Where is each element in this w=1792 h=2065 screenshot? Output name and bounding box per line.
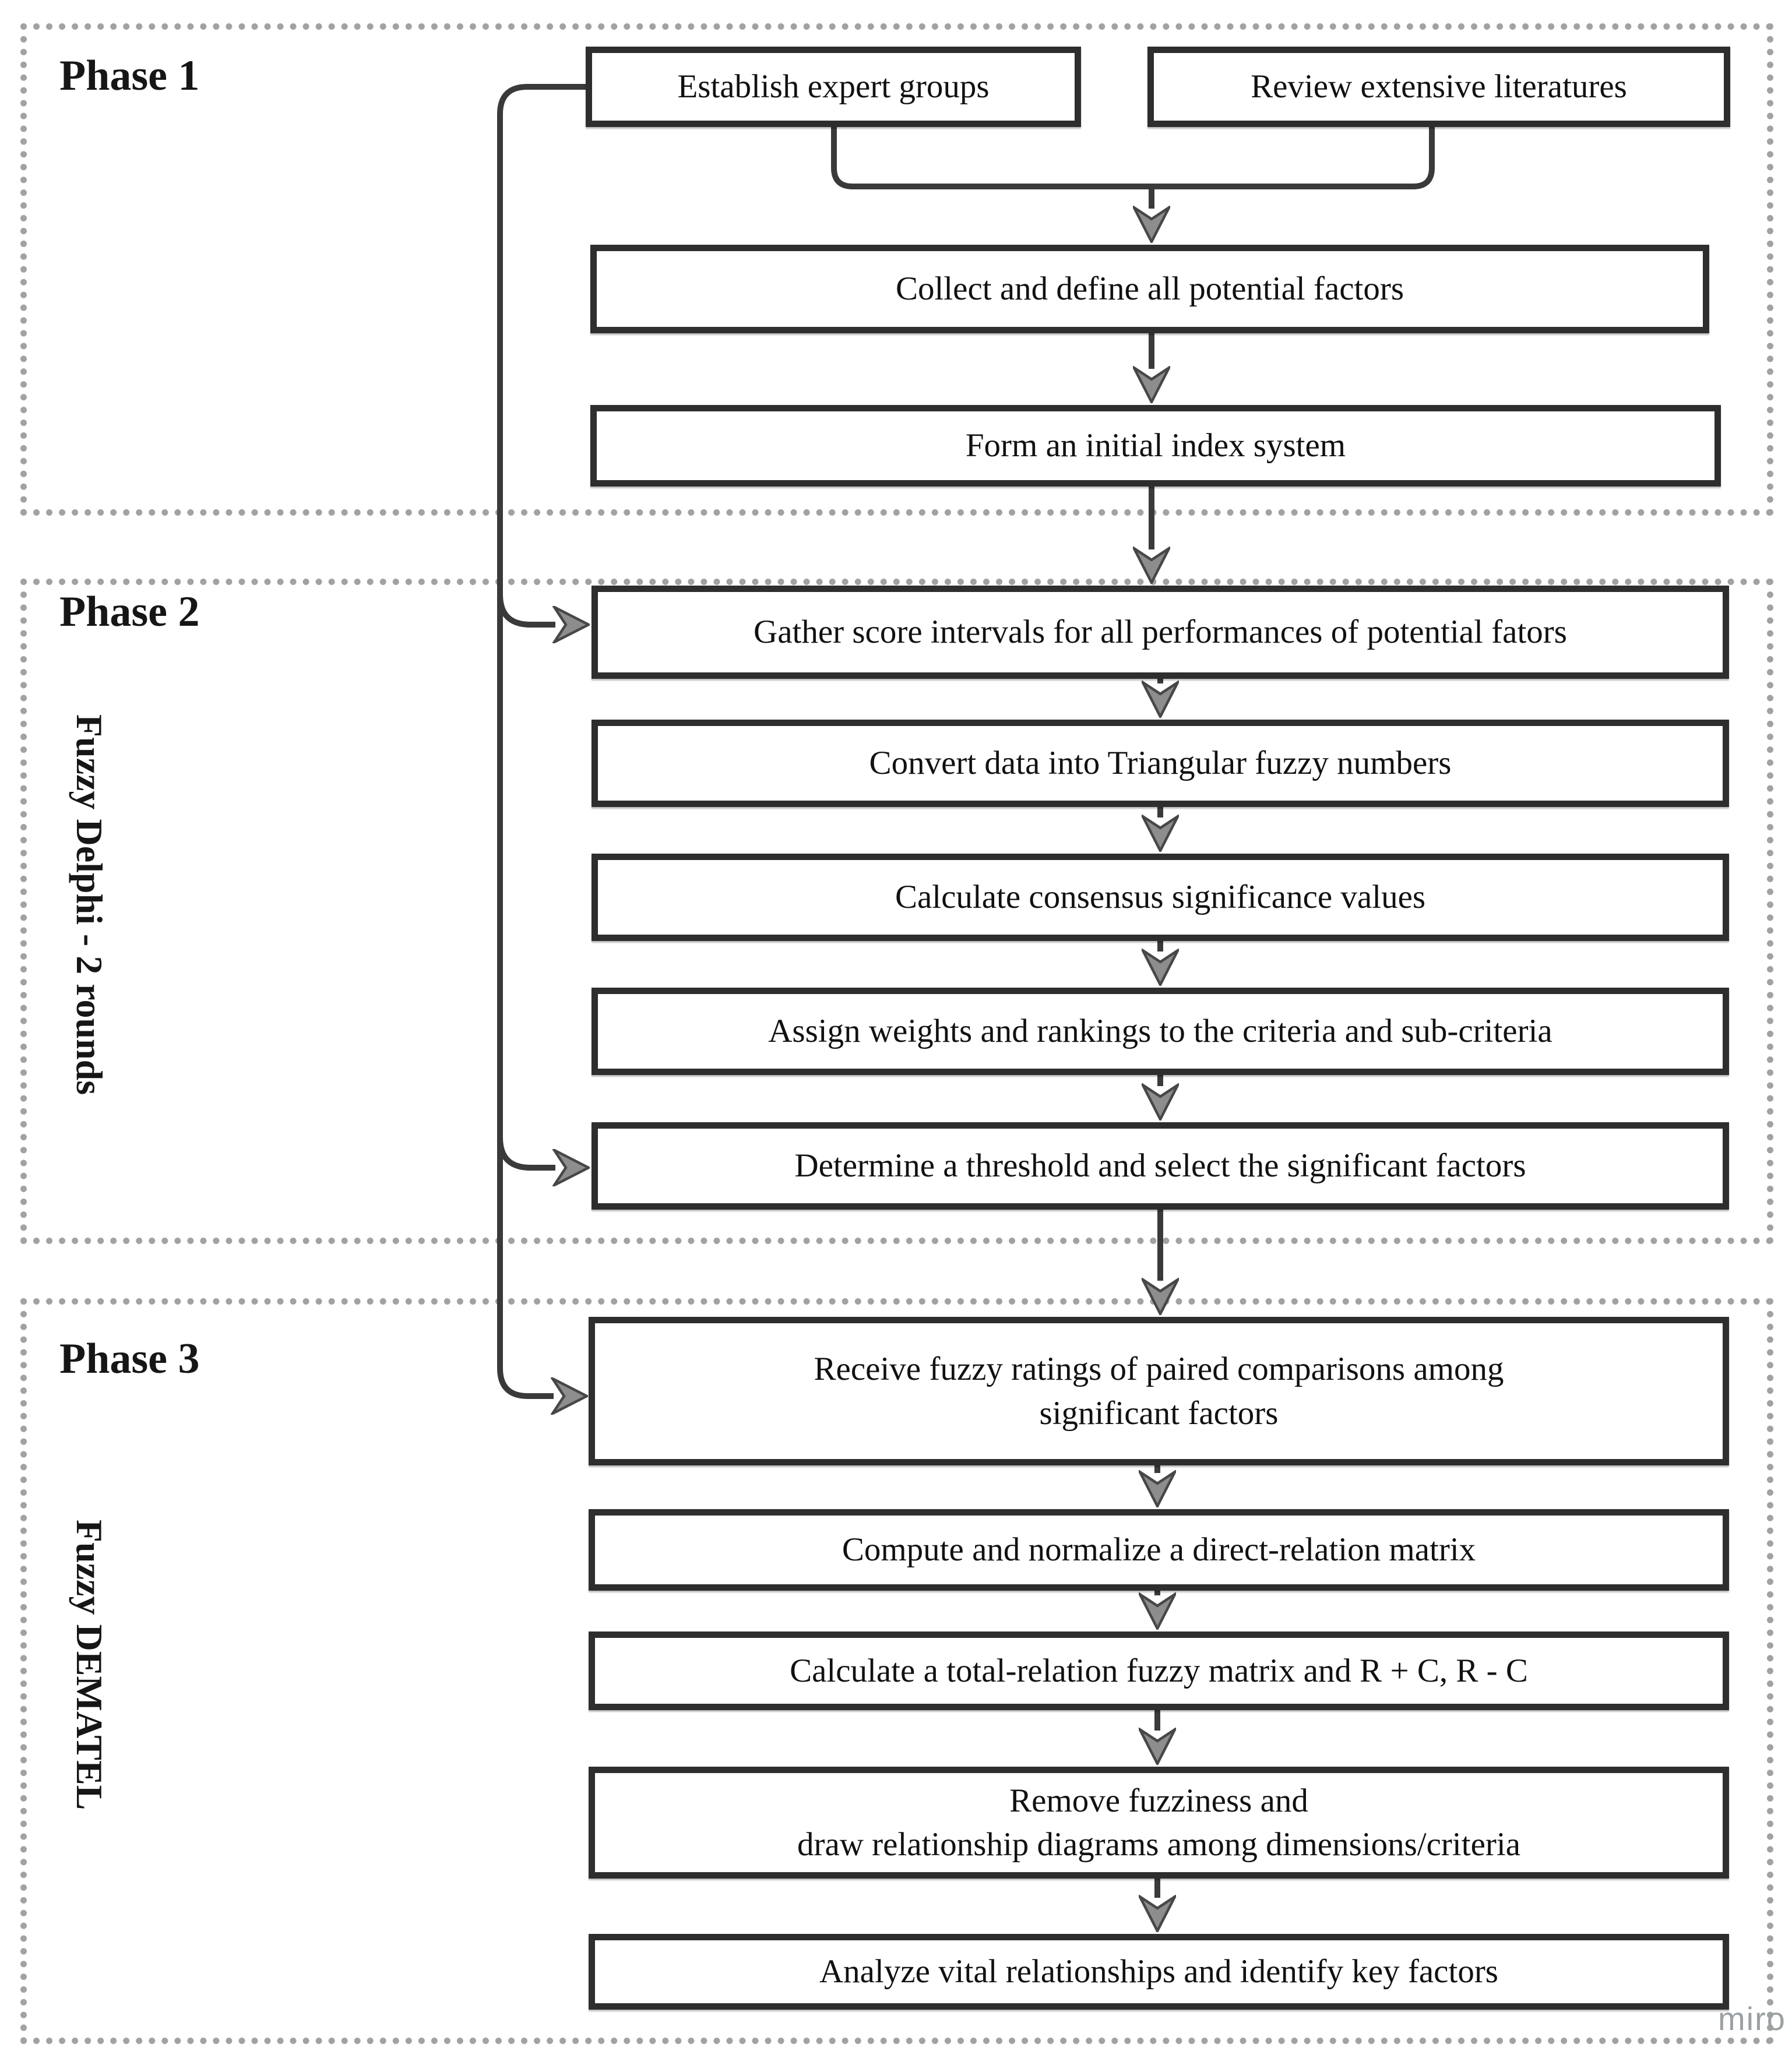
phase2-label: Phase 2 xyxy=(59,588,200,636)
phase2-side-label: Fuzzy Delphi - 2 rounds xyxy=(69,714,110,1095)
flow-box-assign-weights-rankings: Assign weights and rankings to the crite… xyxy=(592,988,1729,1075)
phase3-container xyxy=(20,1298,1773,2044)
connector-merge-top-boxes xyxy=(831,127,1435,189)
flow-box-calculate-consensus-values: Calculate consensus significance values xyxy=(592,854,1729,941)
flow-box-total-relation-matrix: Calculate a total-relation fuzzy matrix … xyxy=(589,1631,1729,1710)
flow-box-determine-threshold: Determine a threshold and select the sig… xyxy=(592,1122,1729,1210)
flow-box-remove-fuzziness-diagrams: Remove fuzziness and draw relationship d… xyxy=(589,1767,1729,1879)
phase1-label: Phase 1 xyxy=(59,52,200,100)
phase2-container xyxy=(20,579,1773,1244)
flow-box-gather-score-intervals: Gather score intervals for all performan… xyxy=(592,586,1729,679)
flow-box-compute-normalize-matrix: Compute and normalize a direct-relation … xyxy=(589,1509,1729,1591)
miro-watermark: miro xyxy=(1718,2000,1786,2037)
phase1-container xyxy=(20,23,1773,516)
flow-box-convert-to-fuzzy-numbers: Convert data into Triangular fuzzy numbe… xyxy=(592,720,1729,807)
flow-box-form-initial-index-system: Form an initial index system xyxy=(590,405,1721,487)
phase3-side-label: Fuzzy DEMATEL xyxy=(69,1519,110,1810)
flow-box-review-extensive-literatures: Review extensive literatures xyxy=(1147,47,1730,127)
flow-box-establish-expert-groups: Establish expert groups xyxy=(586,47,1081,127)
feedback-branch-to-threshold xyxy=(497,1137,555,1168)
phase3-label: Phase 3 xyxy=(59,1335,200,1383)
flow-box-receive-fuzzy-ratings: Receive fuzzy ratings of paired comparis… xyxy=(589,1317,1729,1465)
feedback-branch-to-gather xyxy=(497,594,555,625)
feedback-line-establish-to-receive xyxy=(497,84,587,1396)
flow-box-analyze-key-factors: Analyze vital relationships and identify… xyxy=(589,1934,1729,2010)
flow-box-collect-define-factors: Collect and define all potential factors xyxy=(590,245,1709,333)
